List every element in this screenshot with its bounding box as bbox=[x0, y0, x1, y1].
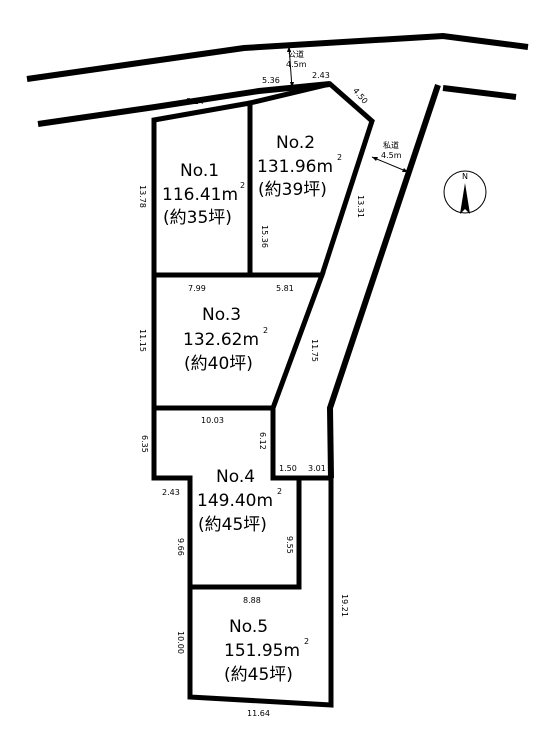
lot-no2-label: No.2 131.96m 2 (約39坪) bbox=[257, 133, 342, 200]
lot-no1-tsubo: (約35坪) bbox=[163, 208, 232, 228]
lot-no2-area: 131.96m bbox=[257, 157, 333, 177]
dim-no2-top: 5.36 bbox=[262, 76, 280, 85]
private-road-upper-edge bbox=[442, 85, 517, 100]
private-road-east-edge bbox=[326, 84, 441, 479]
dim-no5-left: 10.00 bbox=[176, 631, 185, 654]
dim-no4-top: 10.03 bbox=[201, 416, 224, 425]
dim-no3-top-right: 5.81 bbox=[276, 284, 294, 293]
dim-no2-left: 15.36 bbox=[260, 225, 269, 248]
lot-no1-area-superscript: 2 bbox=[240, 181, 245, 190]
lot-no4-tsubo: (約45坪) bbox=[198, 515, 267, 535]
lot-no4-area: 149.40m bbox=[197, 491, 273, 511]
lot-no2-tsubo: (約39坪) bbox=[258, 180, 327, 200]
lot-no5-area: 151.95m bbox=[224, 641, 300, 661]
lot-no5-label: No.5 151.95m 2 (約45坪) bbox=[224, 617, 309, 685]
private-road-name: 私道 bbox=[383, 140, 399, 150]
lot-no3-area: 132.62m bbox=[183, 330, 259, 350]
lot-no2-boundary bbox=[247, 81, 375, 278]
lot-no5-area-superscript: 2 bbox=[304, 637, 309, 646]
dim-no1-top: 8.14 bbox=[186, 97, 204, 106]
public-road-label: 公道 4.5m bbox=[286, 45, 307, 89]
dim-no5-top: 8.88 bbox=[243, 596, 261, 605]
lot-no1-label: No.1 116.41m 2 (約35坪) bbox=[162, 161, 245, 228]
lot-no1-area: 116.41m bbox=[162, 185, 238, 205]
dim-no5-bottom: 11.64 bbox=[247, 709, 270, 718]
lot-no4-label: No.4 149.40m 2 (約45坪) bbox=[197, 467, 282, 535]
lot-no3-label: No.3 132.62m 2 (約40坪) bbox=[183, 305, 268, 374]
lot-no2-name: No.2 bbox=[276, 133, 315, 153]
public-road-south-edge bbox=[37, 81, 331, 127]
north-arrow-icon: N bbox=[443, 170, 487, 214]
lot-no2-area-superscript: 2 bbox=[337, 153, 342, 162]
lot-no5-name: No.5 bbox=[229, 617, 268, 637]
lot-no3-name: No.3 bbox=[202, 305, 241, 325]
dim-no4-upper-right: 6.12 bbox=[258, 432, 267, 450]
dim-no2-right: 13.31 bbox=[356, 195, 365, 218]
dim-no3-right: 11.75 bbox=[310, 339, 319, 362]
lot-no1-name: No.1 bbox=[180, 161, 219, 181]
lot-no4-name: No.4 bbox=[216, 467, 255, 487]
public-road-name: 公道 bbox=[288, 49, 304, 59]
dim-no3-top-left: 7.99 bbox=[188, 284, 206, 293]
lot-no5-boundary bbox=[187, 475, 334, 708]
dim-no5-right: 19.21 bbox=[340, 594, 349, 617]
dim-no4-upper-left: 6.35 bbox=[140, 435, 149, 453]
north-label: N bbox=[462, 172, 468, 181]
dim-no2-top-right: 2.43 bbox=[312, 71, 330, 80]
dim-no4-step-b: 3.01 bbox=[308, 464, 326, 473]
dim-no4-step-a: 1.50 bbox=[279, 464, 297, 473]
private-road-label: 私道 4.5m bbox=[371, 140, 409, 173]
public-road-width: 4.5m bbox=[286, 60, 307, 69]
public-road-north-edge bbox=[26, 32, 529, 82]
dim-no1-left: 13.78 bbox=[138, 185, 147, 208]
dim-no4-step-left: 2.43 bbox=[162, 488, 180, 497]
private-road-width: 4.5m bbox=[381, 151, 402, 160]
dim-no4-left: 9.66 bbox=[176, 538, 185, 556]
lot-no3-area-superscript: 2 bbox=[263, 326, 268, 335]
lot-no4-area-superscript: 2 bbox=[277, 487, 282, 496]
lot-no5-tsubo: (約45坪) bbox=[224, 665, 293, 685]
lot-no3-tsubo: (約40坪) bbox=[184, 354, 253, 374]
dim-no4-right: 9.55 bbox=[285, 536, 294, 554]
dim-no3-left: 11.15 bbox=[138, 329, 147, 352]
